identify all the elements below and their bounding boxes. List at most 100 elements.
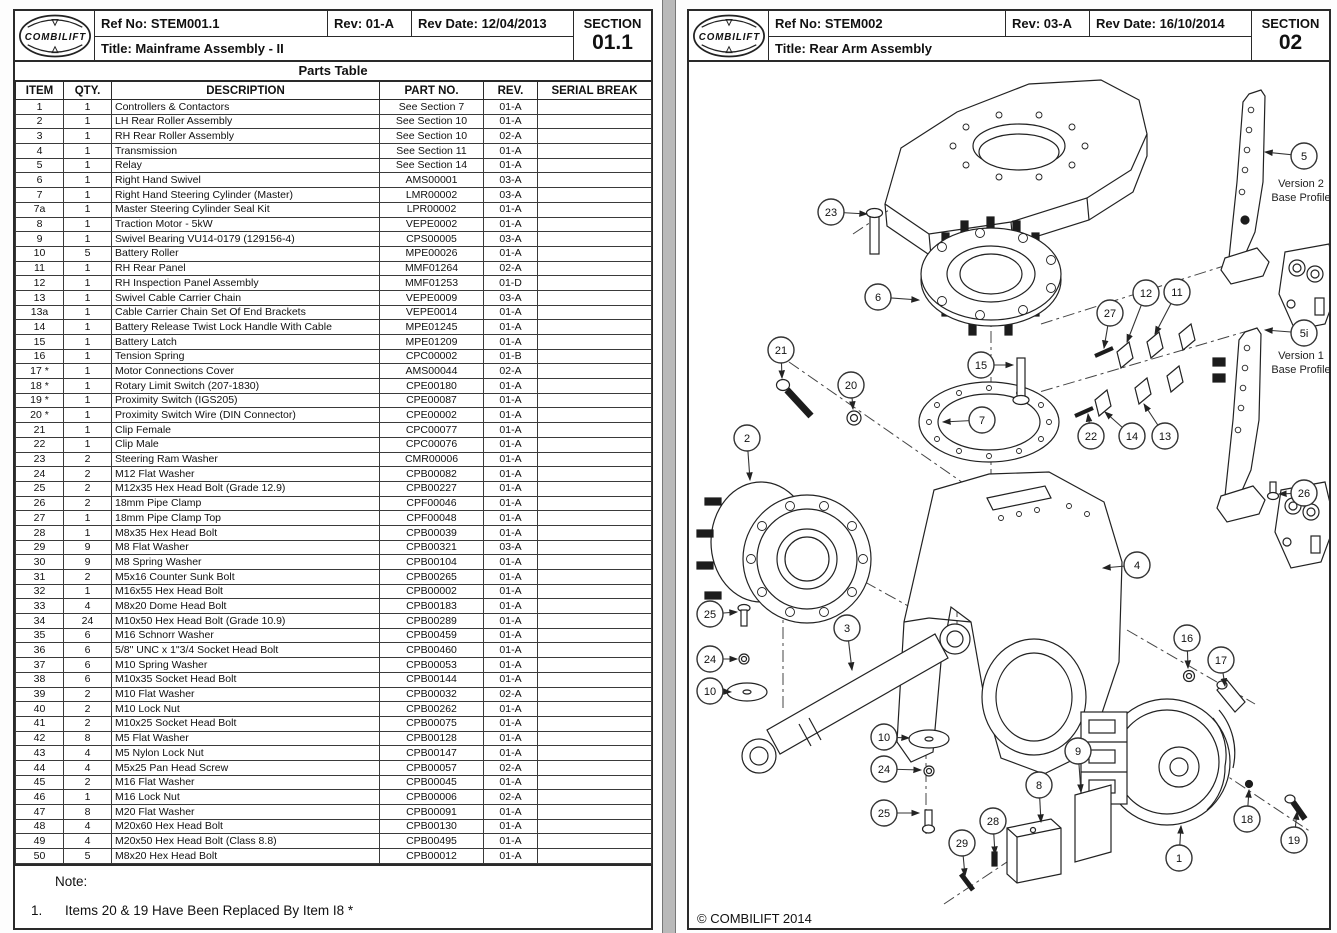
- table-cell: 29: [15, 539, 64, 556]
- table-cell: M10x35 Socket Head Bolt: [111, 671, 380, 688]
- callout-balloon-19: 19: [1280, 826, 1308, 854]
- table-cell: [537, 495, 652, 512]
- col-rev: REV.: [483, 81, 538, 100]
- table-cell: 1: [63, 143, 112, 159]
- table-cell: 01-A: [483, 319, 538, 335]
- table-cell: 03-A: [483, 172, 538, 189]
- table-cell: [537, 143, 652, 159]
- table-cell: [537, 554, 652, 570]
- table-cell: [537, 451, 652, 468]
- table-cell: 01-A: [483, 715, 538, 732]
- table-cell: RH Rear Roller Assembly: [111, 128, 380, 145]
- table-cell: CPB00289: [379, 613, 484, 629]
- table-cell: 01-A: [483, 730, 538, 747]
- rev-date: Rev Date: 16/10/2014: [1090, 11, 1252, 37]
- callout-balloon-13: 13: [1151, 422, 1179, 450]
- table-cell: 27: [15, 510, 64, 526]
- table-cell: M5 Nylon Lock Nut: [111, 745, 380, 761]
- table-cell: MMF01253: [379, 275, 484, 291]
- table-cell: CPB00104: [379, 554, 484, 570]
- table-cell: 01-A: [483, 466, 538, 482]
- table-cell: See Section 14: [379, 157, 484, 174]
- table-cell: 8: [63, 730, 112, 747]
- table-cell: Motor Connections Cover: [111, 363, 380, 380]
- table-cell: 2: [63, 480, 112, 497]
- table-cell: CPB00082: [379, 466, 484, 482]
- callout-balloon-7: 7: [968, 406, 996, 434]
- callout-balloon-4: 4: [1123, 551, 1151, 579]
- table-cell: Swivel Cable Carrier Chain: [111, 289, 380, 306]
- table-cell: 5/8" UNC x 1"3/4 Socket Head Bolt: [111, 642, 380, 659]
- table-cell: 01-A: [483, 554, 538, 570]
- table-cell: [537, 818, 652, 835]
- table-cell: [537, 334, 652, 350]
- table-cell: 8: [63, 804, 112, 820]
- table-cell: [537, 378, 652, 394]
- table-cell: 01-A: [483, 480, 538, 497]
- table-cell: CMR00006: [379, 451, 484, 468]
- callout-balloon-26: 26: [1290, 479, 1318, 507]
- table-cell: 4: [63, 745, 112, 761]
- table-cell: 12: [15, 275, 64, 291]
- table-cell: 1: [63, 231, 112, 247]
- table-cell: MPE00026: [379, 245, 484, 262]
- col-item: ITEM: [15, 81, 64, 100]
- table-cell: M16 Lock Nut: [111, 789, 380, 805]
- table-cell: [537, 231, 652, 247]
- table-cell: Battery Roller: [111, 245, 380, 262]
- table-cell: 01-A: [483, 598, 538, 615]
- table-cell: 28: [15, 524, 64, 541]
- table-cell: 2: [63, 686, 112, 703]
- table-cell: M20x50 Hex Head Bolt (Class 8.8): [111, 833, 380, 850]
- table-cell: 02-A: [483, 759, 538, 776]
- table-cell: [537, 701, 652, 717]
- table-cell: 6: [63, 642, 112, 659]
- table-cell: CPB00032: [379, 686, 484, 703]
- table-cell: 1: [63, 510, 112, 526]
- right-title-block: COMBILIFT Ref No: STEM002 Rev: 03-A Rev …: [689, 11, 1329, 62]
- callout-balloon-8: 8: [1025, 771, 1053, 799]
- table-cell: 01-A: [483, 422, 538, 438]
- table-cell: CPB00091: [379, 804, 484, 820]
- svg-text:28: 28: [987, 816, 999, 828]
- table-cell: CPB00006: [379, 789, 484, 805]
- base-profile-v1: [1212, 327, 1329, 569]
- table-cell: [537, 348, 652, 365]
- table-cell: 49: [15, 833, 64, 850]
- table-cell: CPB00262: [379, 701, 484, 717]
- table-cell: [537, 289, 652, 306]
- table-cell: See Section 11: [379, 143, 484, 159]
- callout-balloon-27: 27: [1096, 299, 1124, 327]
- section-number: 01.1: [592, 30, 633, 54]
- table-cell: 24: [15, 466, 64, 482]
- table-cell: 7a: [15, 201, 64, 218]
- section-label: SECTION: [583, 16, 642, 32]
- table-cell: 45: [15, 774, 64, 791]
- table-cell: 34: [15, 613, 64, 629]
- table-cell: [537, 671, 652, 688]
- table-cell: Steering Ram Washer: [111, 451, 380, 468]
- table-cell: 1: [63, 260, 112, 277]
- table-cell: 1: [63, 789, 112, 805]
- table-cell: 03-A: [483, 231, 538, 247]
- base-profile-v2: [1220, 89, 1329, 331]
- table-cell: CPE00087: [379, 392, 484, 409]
- table-cell: 01-A: [483, 510, 538, 526]
- table-cell: 1: [63, 392, 112, 409]
- table-cell: 1: [63, 334, 112, 350]
- table-cell: M8x20 Dome Head Bolt: [111, 598, 380, 615]
- table-cell: 01-A: [483, 774, 538, 791]
